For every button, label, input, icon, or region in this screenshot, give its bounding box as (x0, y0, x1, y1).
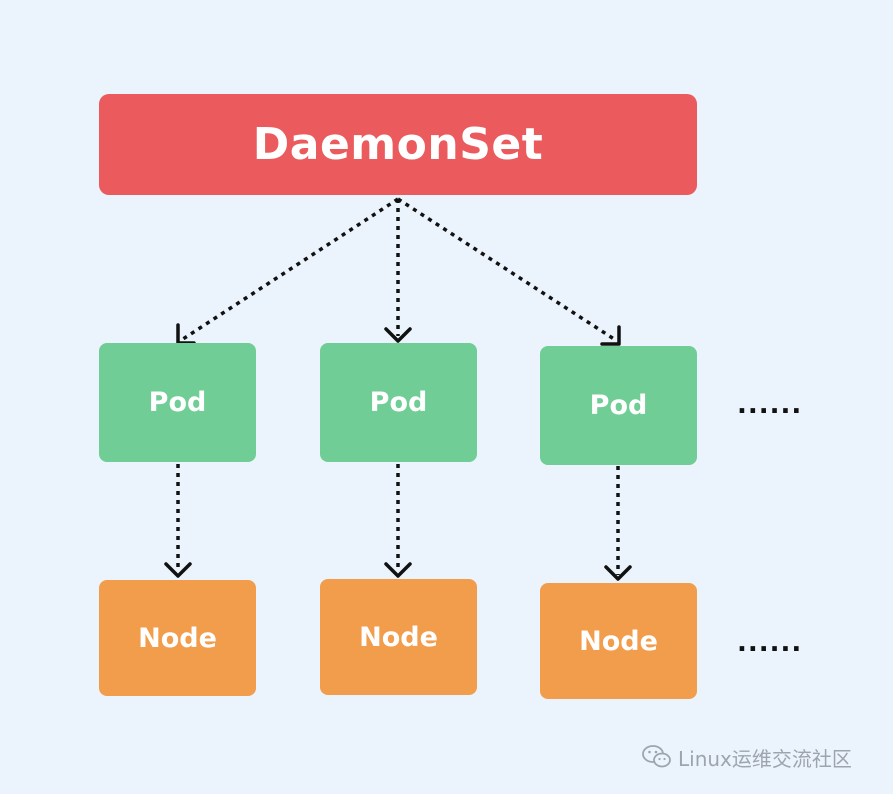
watermark-text: Linux运维交流社区 (678, 746, 852, 771)
arrowhead-icon (384, 327, 412, 343)
daemonset-box: DaemonSet (99, 94, 697, 195)
node-box-3: Node (540, 583, 697, 699)
pod-label: Pod (148, 387, 207, 418)
watermark: Linux运维交流社区 (642, 742, 852, 772)
wechat-icon (642, 744, 672, 770)
arrowhead-icon (384, 562, 412, 578)
pod-row-ellipsis: ...... (737, 390, 803, 420)
pod-box-3: Pod (540, 346, 697, 465)
daemonset-label: DaemonSet (252, 119, 544, 170)
arrowhead-icon (600, 325, 621, 346)
arrow-daemonset-to-pod-3 (397, 197, 615, 341)
node-label: Node (138, 622, 217, 654)
pod-box-2: Pod (320, 343, 477, 462)
node-label: Node (359, 621, 438, 653)
arrowhead-icon (164, 562, 192, 578)
arrow-daemonset-to-pod-1 (182, 197, 399, 341)
pod-label: Pod (589, 390, 648, 421)
node-row-ellipsis: ...... (737, 628, 803, 658)
node-box-1: Node (99, 580, 256, 696)
node-label: Node (579, 625, 658, 657)
pod-label: Pod (369, 387, 428, 418)
node-box-2: Node (320, 579, 477, 695)
pod-box-1: Pod (99, 343, 256, 462)
arrowhead-icon (604, 565, 632, 581)
